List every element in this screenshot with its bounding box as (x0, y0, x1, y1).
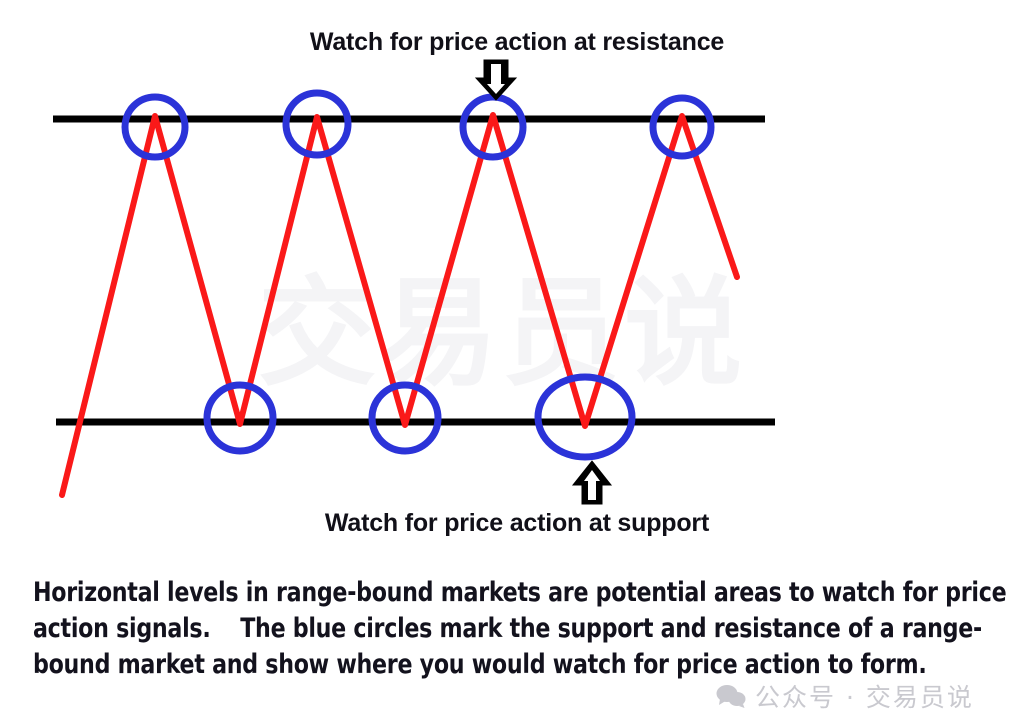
resistance-annotation-label: Watch for price action at resistance (309, 28, 725, 56)
corner-watermark-text: 公众号 · 交易员说 (755, 683, 974, 712)
caption-line-1: Horizontal levels in range-bound markets… (33, 577, 1007, 608)
price-chart (53, 59, 775, 505)
price-action-line (59, 112, 740, 498)
support-markers (203, 373, 636, 461)
marker-resistance-3 (459, 93, 527, 161)
support-annotation-label: Watch for price action at support (324, 509, 710, 537)
caption-line-2: action signals. The blue circles mark th… (33, 613, 982, 644)
caption-line-3: bound market and show where you would wa… (33, 649, 927, 680)
arrow-up-icon (571, 460, 613, 505)
marker-resistance-1 (121, 93, 189, 161)
marker-support-1 (203, 381, 277, 455)
marker-resistance-2 (282, 89, 352, 159)
corner-watermark: 公众号 · 交易员说 (716, 678, 974, 714)
arrow-down-icon (474, 59, 518, 101)
chart-canvas (53, 59, 775, 505)
caption-block: Horizontal levels in range-bound markets… (33, 575, 1018, 683)
wechat-bubble-icon (716, 685, 746, 708)
level-lines (53, 115, 775, 426)
resistance-markers (121, 89, 715, 161)
marker-resistance-4 (649, 94, 715, 160)
marker-support-3 (534, 373, 636, 461)
marker-support-2 (368, 381, 442, 455)
